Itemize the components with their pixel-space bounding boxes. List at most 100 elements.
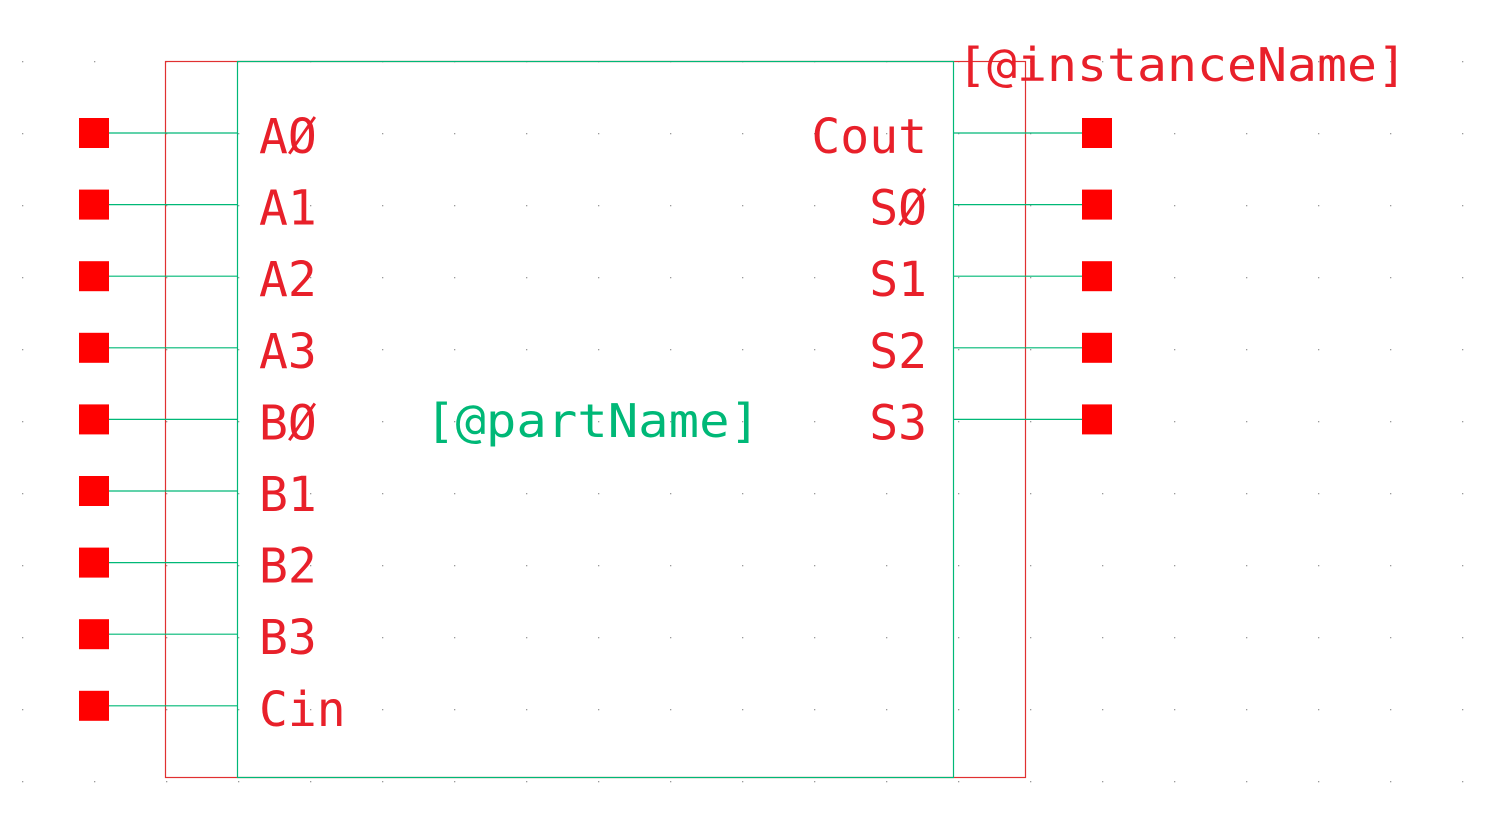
grid-dot	[526, 637, 528, 639]
pin-connection-marker[interactable]	[1082, 332, 1112, 363]
grid-dot	[742, 493, 744, 495]
grid-dot	[1030, 565, 1032, 567]
pin-connection-marker[interactable]	[79, 476, 109, 506]
grid-dot	[1462, 637, 1464, 639]
grid-dot	[526, 565, 528, 567]
grid-dot	[454, 133, 456, 135]
grid-dot	[1102, 565, 1104, 567]
grid-dot	[1174, 277, 1176, 279]
grid-dot	[526, 493, 528, 495]
grid-dot	[814, 277, 816, 279]
pin-label: B2	[259, 539, 317, 595]
pin-connection-marker[interactable]	[1082, 261, 1112, 292]
pin-connection-marker[interactable]	[79, 690, 109, 721]
grid-dot	[94, 781, 96, 783]
grid-dot	[742, 349, 744, 351]
pin-left[interactable]: B1	[79, 467, 317, 523]
grid-dot	[814, 349, 816, 351]
pin-right[interactable]: S2	[869, 324, 1112, 380]
grid-dot	[22, 133, 24, 135]
pin-right[interactable]: Cout	[811, 109, 1112, 165]
grid-dot	[814, 781, 816, 783]
grid-dot	[22, 421, 24, 423]
grid-dot	[454, 277, 456, 279]
grid-dot	[1390, 565, 1392, 567]
grid-dot	[454, 637, 456, 639]
pin-connection-marker[interactable]	[79, 261, 109, 292]
grid-dot	[1102, 637, 1104, 639]
pin-left[interactable]: BØ	[79, 395, 317, 451]
part-name-label[interactable]: [@partName]	[425, 394, 760, 448]
grid-dot	[1102, 709, 1104, 711]
pin-connection-marker[interactable]	[79, 547, 109, 578]
pin-connection-marker[interactable]	[79, 404, 109, 435]
grid-dot	[670, 349, 672, 351]
grid-dot	[22, 781, 24, 783]
grid-dot	[310, 565, 312, 567]
grid-dot	[1030, 205, 1032, 207]
pin-connection-marker[interactable]	[1082, 189, 1112, 220]
pin-connection-marker[interactable]	[79, 332, 109, 363]
grid-dot	[814, 493, 816, 495]
grid-dot	[598, 493, 600, 495]
grid-dot	[670, 709, 672, 711]
grid-dot	[886, 277, 888, 279]
pin-connection-marker[interactable]	[79, 118, 109, 148]
grid-dot	[958, 781, 960, 783]
grid-dot	[22, 205, 24, 207]
grid-dot	[958, 709, 960, 711]
grid-dot	[1462, 205, 1464, 207]
grid-dot	[310, 709, 312, 711]
pin-left[interactable]: B2	[79, 539, 317, 595]
pin-right[interactable]: S3	[869, 395, 1112, 451]
pin-left[interactable]: A3	[79, 324, 317, 380]
grid-dot	[958, 493, 960, 495]
grid-dot	[454, 205, 456, 207]
grid-dot	[310, 781, 312, 783]
pin-left[interactable]: AØ	[79, 109, 317, 165]
grid-dot	[670, 133, 672, 135]
pin-connection-marker[interactable]	[1082, 118, 1112, 148]
grid-dot	[166, 493, 168, 495]
grid-dot	[1174, 349, 1176, 351]
grid-dot	[958, 637, 960, 639]
grid-dot	[454, 781, 456, 783]
grid-dot	[1462, 61, 1464, 63]
grid-dot	[22, 565, 24, 567]
grid-dot	[310, 637, 312, 639]
grid-dot	[1174, 565, 1176, 567]
pin-left[interactable]: Cin	[79, 682, 346, 738]
pin-connection-marker[interactable]	[1082, 404, 1112, 435]
pin-right[interactable]: SØ	[869, 181, 1112, 237]
grid-dot	[1246, 637, 1248, 639]
grid-dot	[814, 133, 816, 135]
instance-name-label[interactable]: [@instanceName]	[957, 38, 1407, 92]
grid-dot	[238, 205, 240, 207]
grid-dot	[1318, 349, 1320, 351]
grid-dot	[670, 421, 672, 423]
pin-label: B3	[259, 610, 317, 666]
grid-dot	[598, 133, 600, 135]
grid-dot	[238, 637, 240, 639]
grid-dot	[238, 421, 240, 423]
grid-dot	[166, 781, 168, 783]
pin-right[interactable]: S1	[869, 252, 1112, 308]
grid-dot	[454, 565, 456, 567]
grid-dot	[454, 349, 456, 351]
pin-left[interactable]: A1	[79, 181, 317, 237]
grid-dot	[1030, 61, 1032, 63]
grid-dot	[1318, 61, 1320, 63]
grid-dot	[1174, 205, 1176, 207]
pin-label: AØ	[259, 109, 317, 165]
pin-left[interactable]: A2	[79, 252, 317, 308]
grid-dot	[886, 637, 888, 639]
grid-dot	[886, 709, 888, 711]
grid-dot	[958, 421, 960, 423]
pin-connection-marker[interactable]	[79, 189, 109, 220]
pin-connection-marker[interactable]	[79, 619, 109, 650]
grid-dot	[1318, 205, 1320, 207]
grid-dot	[1462, 781, 1464, 783]
pin-left[interactable]: B3	[79, 610, 317, 666]
grid-dot	[814, 565, 816, 567]
